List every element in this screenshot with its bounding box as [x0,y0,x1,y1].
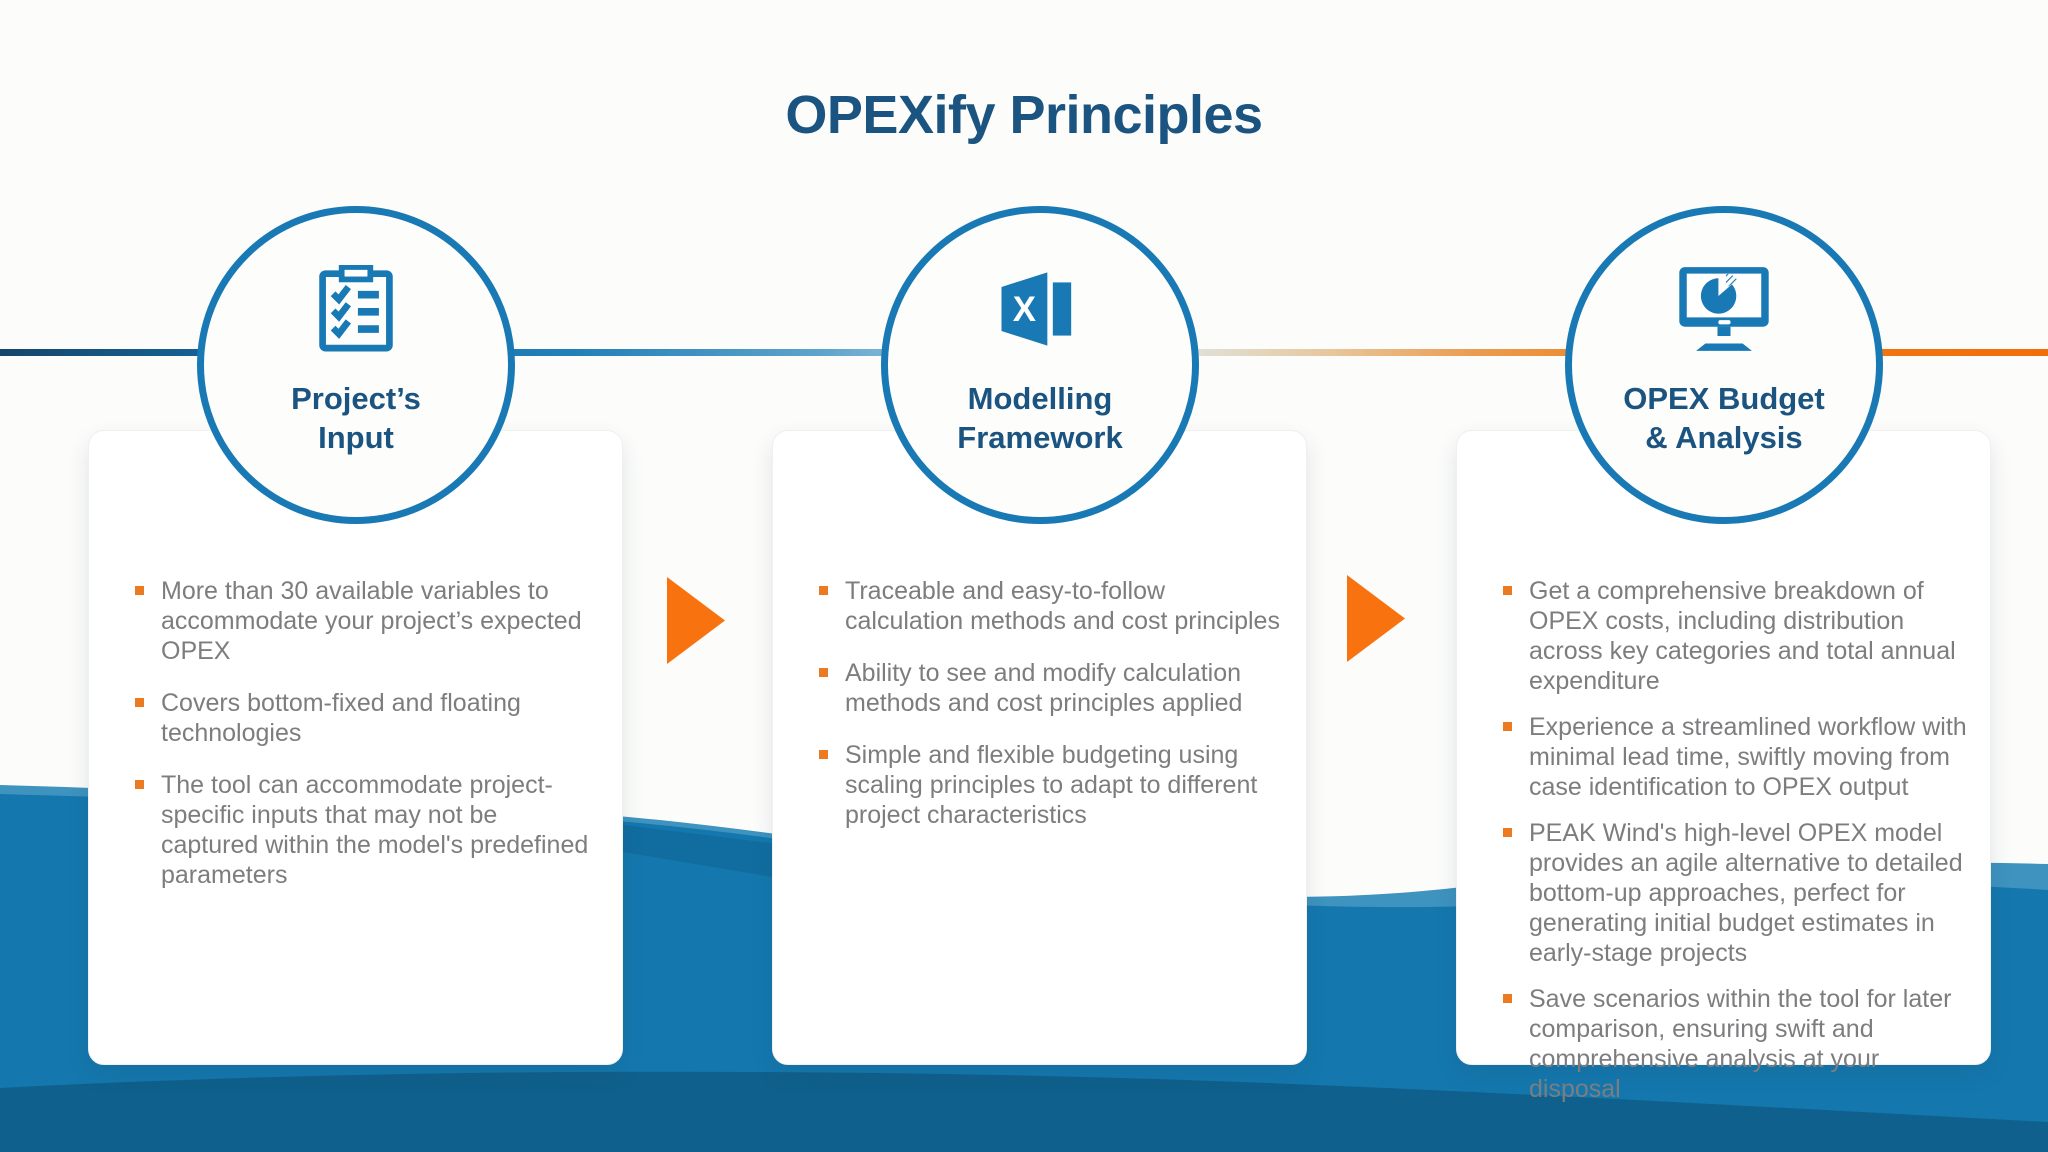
monitor-pie-chart-icon [1670,265,1778,353]
wave-fold-shadow [600,822,778,878]
step-circle-projects-input: Project’s Input [197,206,515,524]
bullet-item: Simple and flexible budgeting using scal… [819,740,1284,830]
step-label-line2: & Analysis [1645,420,1803,455]
bullet-text: Traceable and easy-to-follow calculation… [845,577,1280,635]
bullet-square-icon [1503,586,1512,595]
bullet-item: Get a comprehensive breakdown of OPEX co… [1503,576,1968,696]
step-label: Project’s Input [291,379,421,457]
step-label-line1: Modelling [967,381,1113,416]
svg-text:X: X [1013,290,1036,329]
excel-icon: X [992,265,1088,353]
step-circle-modelling-framework: X Modelling Framework [881,206,1199,524]
clipboard-checklist-icon [314,265,398,353]
bullet-text: Experience a streamlined workflow with m… [1529,713,1967,801]
card-modelling-framework: Traceable and easy-to-follow calculation… [772,430,1307,1065]
bullet-text: Get a comprehensive breakdown of OPEX co… [1529,577,1956,695]
bullet-square-icon [135,698,144,707]
bullet-item: Traceable and easy-to-follow calculation… [819,576,1284,636]
step-label-line1: OPEX Budget [1623,381,1825,416]
bullet-text: Simple and flexible budgeting using scal… [845,741,1258,829]
bullet-text: The tool can accommodate project-specifi… [161,771,589,889]
bullet-item: Experience a streamlined workflow with m… [1503,712,1968,802]
card-projects-input: More than 30 available variables to acco… [88,430,623,1065]
bullet-text: Covers bottom-fixed and floating technol… [161,689,521,747]
bullet-text: PEAK Wind's high-level OPEX model provid… [1529,819,1963,967]
bullet-square-icon [135,780,144,789]
bullet-square-icon [1503,994,1512,1003]
wave-dark-bottom-layer [0,1071,2048,1152]
bullet-square-icon [819,750,828,759]
card-opex-budget-analysis: Get a comprehensive breakdown of OPEX co… [1456,430,1991,1103]
bullet-text: More than 30 available variables to acco… [161,577,582,665]
bullet-text: Ability to see and modify calculation me… [845,659,1243,717]
bullet-square-icon [1503,722,1512,731]
bullet-text: Save scenarios within the tool for later… [1529,985,1952,1103]
triangle-right-icon [1347,575,1405,662]
bullet-item: PEAK Wind's high-level OPEX model provid… [1503,818,1968,968]
step-label-line2: Input [318,420,394,455]
bullet-item: Save scenarios within the tool for later… [1503,984,1968,1104]
step-label-line2: Framework [957,420,1123,455]
page-title: OPEXify Principles [785,85,1263,145]
step-label: Modelling Framework [957,379,1122,457]
bullet-item: More than 30 available variables to acco… [135,576,600,666]
bullet-item: Ability to see and modify calculation me… [819,658,1284,718]
step-label: OPEX Budget & Analysis [1623,379,1825,457]
step-circle-opex-budget: OPEX Budget & Analysis [1565,206,1883,524]
bullet-square-icon [819,668,828,677]
step-label-line1: Project’s [291,381,421,416]
bullet-square-icon [135,586,144,595]
bullet-item: Covers bottom-fixed and floating technol… [135,688,600,748]
bullet-square-icon [819,586,828,595]
triangle-right-icon [667,577,725,664]
bullet-square-icon [1503,828,1512,837]
bullet-item: The tool can accommodate project-specifi… [135,770,600,890]
